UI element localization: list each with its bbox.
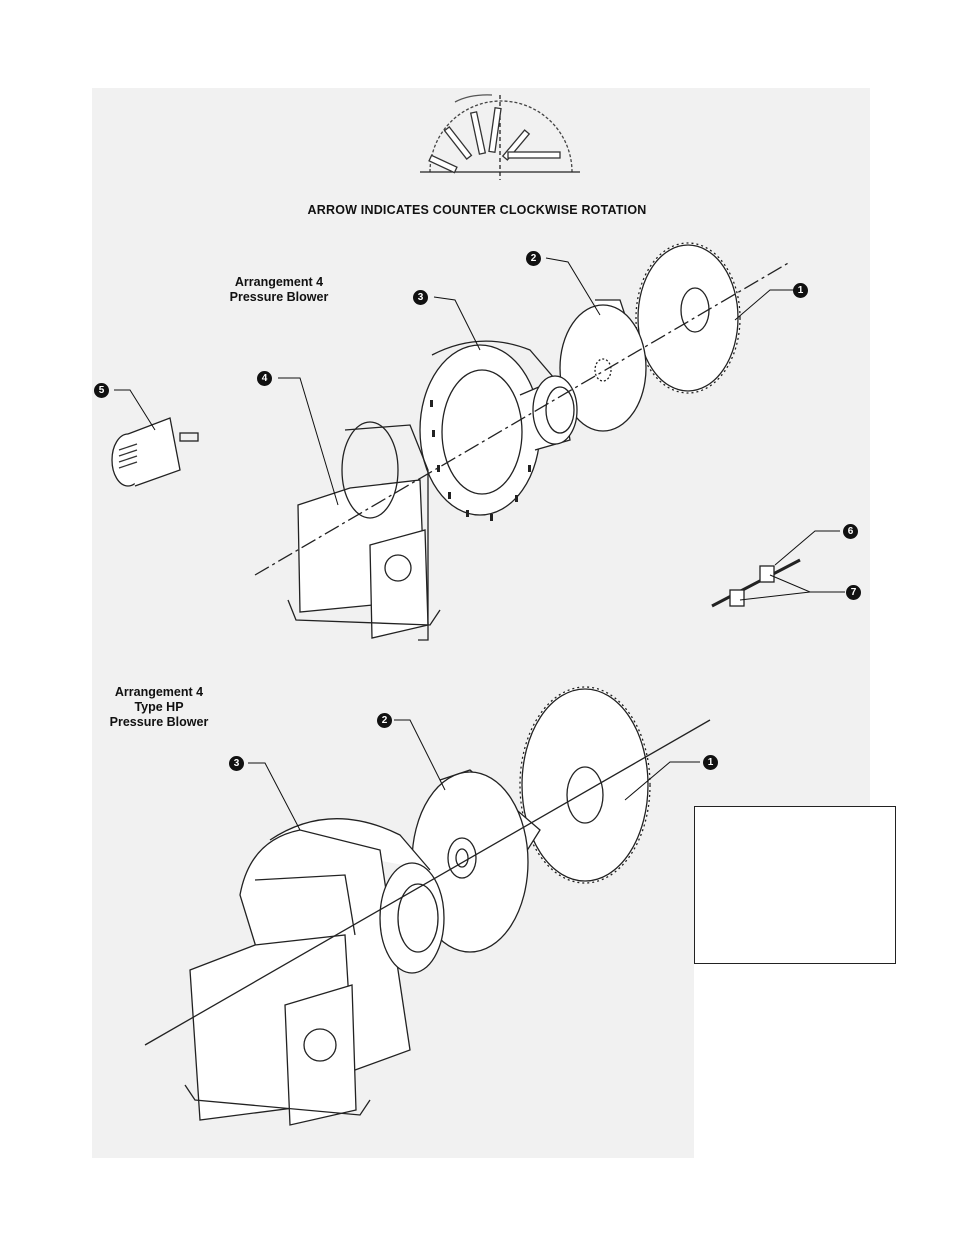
callout-1: 1	[793, 283, 808, 298]
motor-drawing	[111, 417, 199, 487]
upper-caption-line: Arrangement 4	[234, 275, 324, 289]
upper-caption: Arrangement 4 Pressure Blower	[204, 275, 354, 305]
callout-4: 4	[257, 371, 272, 386]
shaft-bearing-drawing	[711, 558, 801, 608]
lower-caption-line: Pressure Blower	[109, 715, 209, 729]
page-margin	[694, 964, 870, 1158]
rotation-title: ARROW INDICATES COUNTER CLOCKWISE ROTATI…	[307, 203, 647, 217]
callout-1-lower: 1	[703, 755, 718, 770]
lower-caption-line: Type HP	[134, 700, 184, 714]
callout-6: 6	[843, 524, 858, 539]
upper-caption-line: Pressure Blower	[229, 290, 329, 304]
rotation-wheel-diagram	[420, 94, 580, 180]
callout-2-lower: 2	[377, 713, 392, 728]
callout-3-lower: 3	[229, 756, 244, 771]
note-box	[694, 806, 896, 964]
callout-7: 7	[846, 585, 861, 600]
lower-caption: Arrangement 4 Type HP Pressure Blower	[84, 685, 234, 730]
callout-3: 3	[413, 290, 428, 305]
callout-2: 2	[526, 251, 541, 266]
callout-5: 5	[94, 383, 109, 398]
lower-caption-line: Arrangement 4	[114, 685, 204, 699]
